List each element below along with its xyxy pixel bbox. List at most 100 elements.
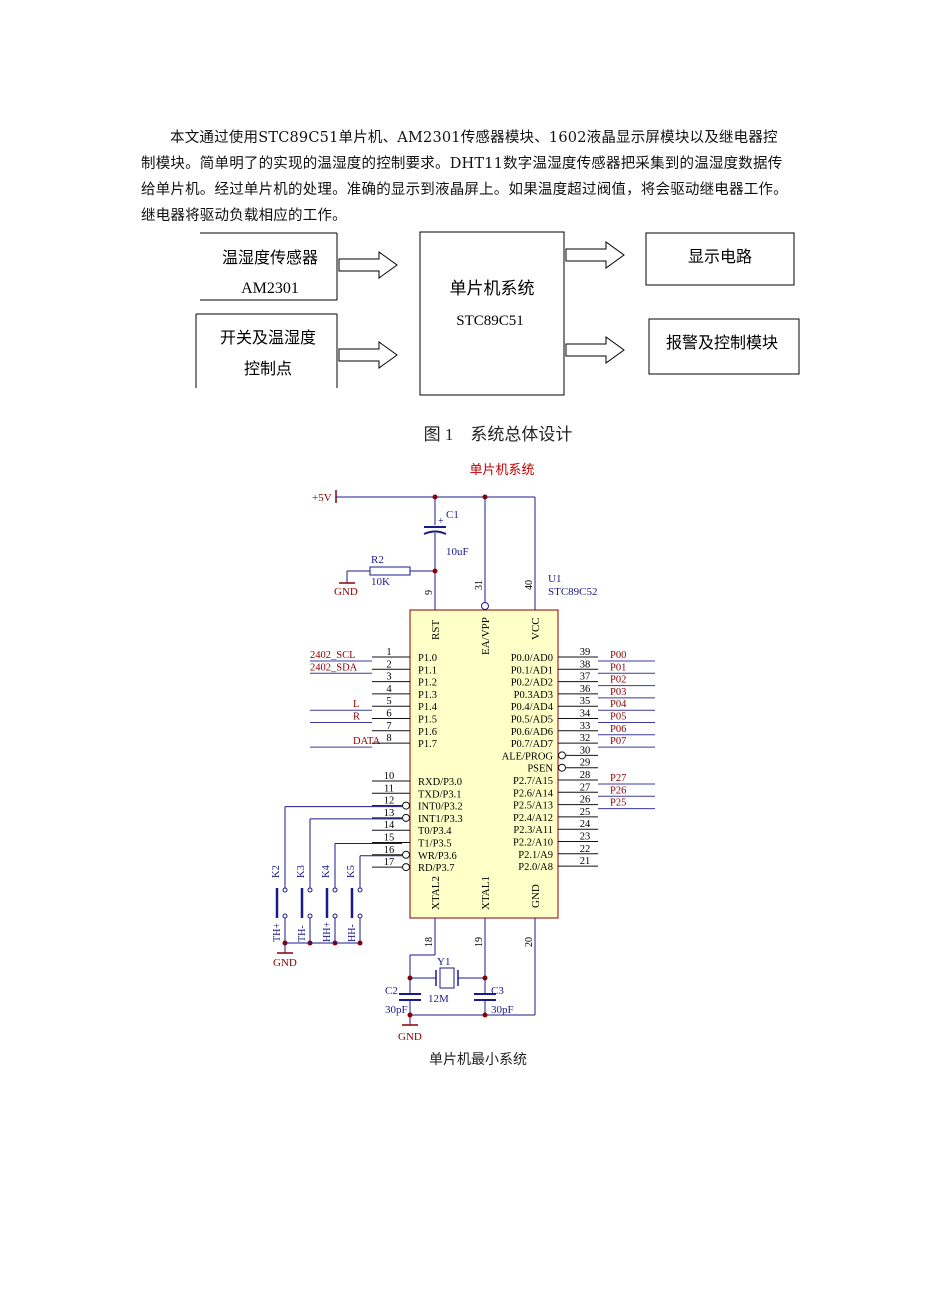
pin-19-num: 19 <box>474 937 485 947</box>
net-label: L <box>353 699 359 710</box>
pin-9-num: 9 <box>424 590 435 595</box>
arrow-mcu-to-display <box>565 241 625 269</box>
net-label: DATA <box>353 736 381 747</box>
pin-number: 21 <box>580 856 591 867</box>
gnd-label-top: GND <box>334 586 358 598</box>
net-label: P01 <box>610 662 626 673</box>
arrow-mcu-to-alarm <box>565 336 625 364</box>
r2-value: 10K <box>371 576 390 588</box>
net-label: P26 <box>610 785 626 796</box>
pin-number: 29 <box>580 758 591 769</box>
figure-1-caption: 图 1 系统总体设计 <box>424 425 573 444</box>
pin-name: P0.7/AD7 <box>511 739 553 750</box>
u1-part: STC89C52 <box>548 586 598 598</box>
pin-number: 26 <box>580 795 591 806</box>
pin-number: 13 <box>384 808 395 819</box>
left-pin-3: 3P1.2 <box>372 672 437 689</box>
pin-name: RD/P3.7 <box>418 863 454 874</box>
pin-name: P2.2/A10 <box>513 838 553 849</box>
pin-name: P0.3AD3 <box>514 690 553 701</box>
left-pin-4: 4P1.3 <box>372 684 437 701</box>
c3-value: 30pF <box>491 1004 514 1016</box>
power-label: +5V <box>312 492 332 504</box>
key-ref: K4 <box>321 864 332 878</box>
switch-label-2: 控制点 <box>244 360 292 378</box>
u1-ref: U1 <box>548 573 561 585</box>
pin-number: 11 <box>384 783 394 794</box>
pin-name: P2.3/A11 <box>513 825 553 836</box>
sensor-model: AM2301 <box>241 280 299 297</box>
pin-number: 35 <box>580 696 591 707</box>
pin-name: P2.6/A14 <box>513 788 554 799</box>
system-block-diagram: 温湿度传感器 AM2301 开关及温湿度 控制点 单片机系统 STC89C51 … <box>195 231 800 444</box>
pin-number: 15 <box>384 833 395 844</box>
gnd-label-crystal: GND <box>398 1031 422 1043</box>
pin-name: P2.1/A9 <box>518 850 553 861</box>
pin-name: P1.2 <box>418 678 437 689</box>
pin-name: P0.1/AD1 <box>511 665 553 676</box>
c2-value: 30pF <box>385 1004 408 1016</box>
pin-rst-label: RST <box>430 620 442 640</box>
pin-vcc-label: VCC <box>530 617 542 640</box>
pin-number: 36 <box>580 684 591 695</box>
pin-name: P2.0/A8 <box>518 862 553 873</box>
display-box: 显示电路 <box>645 232 795 286</box>
y1-ref: Y1 <box>437 956 450 968</box>
pin-number: 2 <box>386 659 391 670</box>
pin-name: T1/P3.5 <box>418 839 452 850</box>
left-pin-5: 5P1.4L <box>310 696 438 713</box>
net-label: P00 <box>610 650 626 661</box>
arrow-switch-to-mcu <box>338 341 398 369</box>
capacitor-c1: + C1 10uF <box>423 497 469 610</box>
key-ref: K5 <box>346 865 357 878</box>
mcu-label: 单片机系统 <box>450 279 535 298</box>
arrow-sensor-to-mcu <box>338 251 398 279</box>
pin-number: 7 <box>386 721 391 732</box>
c1-value: 10uF <box>446 546 469 558</box>
pin-40-num: 40 <box>524 580 535 590</box>
key-label: TH- <box>297 925 308 942</box>
pin-ea-label: EA/VPP <box>480 617 492 655</box>
y1-value: 12M <box>428 993 449 1005</box>
c1-plus: + <box>438 516 444 527</box>
key-label: HH+ <box>322 922 333 942</box>
pin-name: P1.7 <box>418 739 437 750</box>
pin-number: 30 <box>580 745 591 756</box>
pin-number: 12 <box>384 796 395 807</box>
alarm-box: 报警及控制模块 <box>648 318 800 375</box>
pin-name: WR/P3.6 <box>418 851 457 862</box>
pin-number: 34 <box>580 709 591 720</box>
key-label: TH+ <box>272 923 283 942</box>
switch-label: 开关及温湿度 <box>220 329 316 347</box>
schematic-caption: 单片机最小系统 <box>429 1052 527 1068</box>
net-label: P25 <box>610 798 626 809</box>
pin-number: 32 <box>580 733 591 744</box>
u1-chip-body <box>409 609 559 919</box>
key-ref: K3 <box>296 865 307 878</box>
c3-ref: C3 <box>491 985 504 997</box>
alarm-label: 报警及控制模块 <box>666 334 778 352</box>
c1-ref: C1 <box>446 509 459 521</box>
net-label: 2402_SDA <box>310 662 358 673</box>
net-label: P27 <box>610 773 626 784</box>
